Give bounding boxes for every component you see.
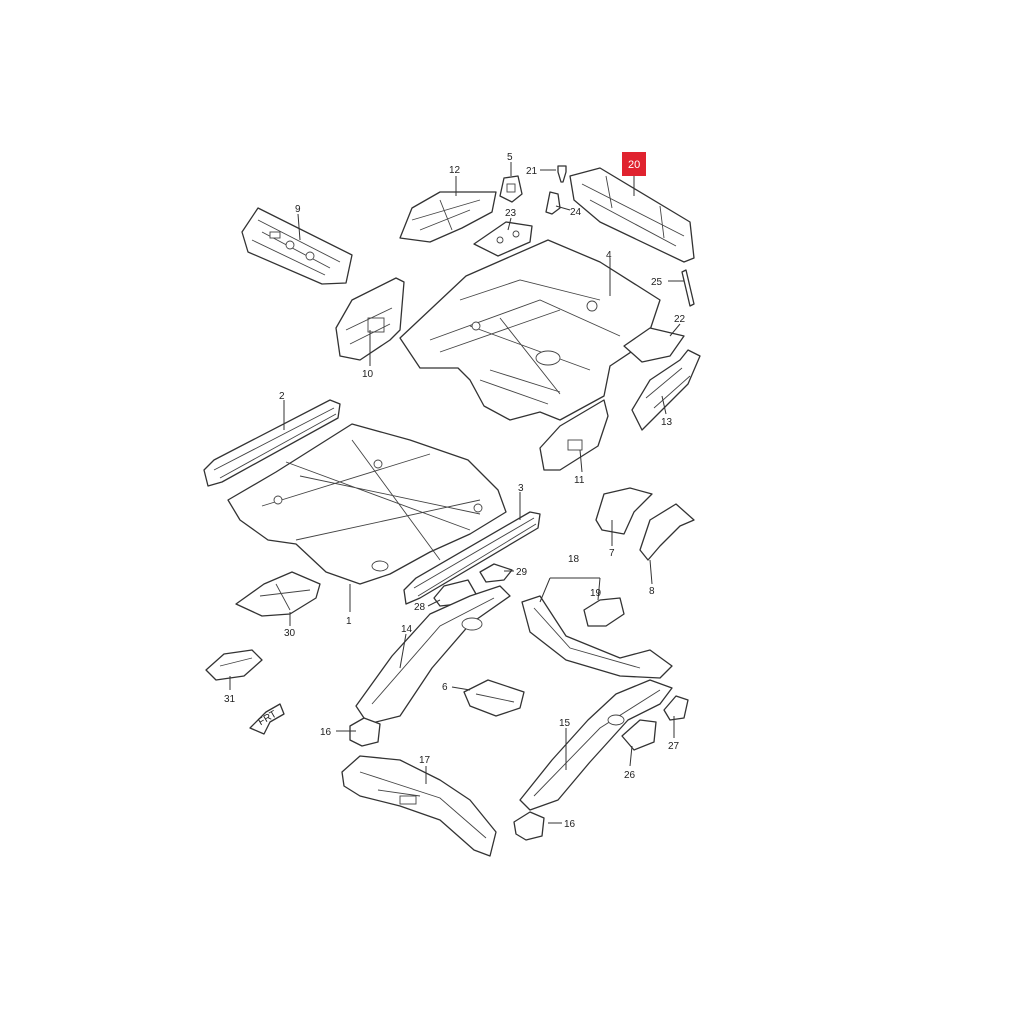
- callout-30[interactable]: 30: [284, 628, 296, 639]
- callout-14[interactable]: 14: [401, 624, 413, 635]
- part-4-rear-floor[interactable]: [399, 239, 661, 421]
- part-13-rear-side-member[interactable]: [631, 349, 701, 431]
- part-27-bracket[interactable]: [663, 695, 689, 721]
- part-26-bracket[interactable]: [621, 719, 657, 751]
- callout-18[interactable]: 18: [568, 554, 580, 565]
- part-24-bracket[interactable]: [545, 191, 561, 215]
- part-23-plate[interactable]: [473, 221, 533, 257]
- callout-11[interactable]: 11: [574, 475, 585, 486]
- callout-1[interactable]: 1: [346, 616, 352, 627]
- leader-lines: [229, 162, 684, 824]
- callout-7[interactable]: 7: [609, 548, 615, 559]
- part-1-front-floor[interactable]: [227, 423, 507, 585]
- callout-10[interactable]: 10: [362, 369, 374, 380]
- part-7-bracket[interactable]: [595, 487, 653, 535]
- callout-2[interactable]: 2: [279, 391, 285, 402]
- part-16-bracket-rear[interactable]: [513, 811, 545, 841]
- part-2-side-sill[interactable]: [203, 399, 341, 487]
- part-11-side-bracket[interactable]: [539, 399, 609, 471]
- callout-labels: 1 2 3 4 5 6 7 8 9 10 11 12 13 14 15 16 1…: [224, 152, 686, 830]
- callout-8[interactable]: 8: [649, 586, 655, 597]
- part-21-bolt[interactable]: [557, 165, 567, 183]
- callout-3[interactable]: 3: [518, 483, 524, 494]
- part-5-bracket[interactable]: [499, 175, 523, 203]
- callout-20: 20: [628, 159, 640, 171]
- callout-12[interactable]: 12: [449, 165, 461, 176]
- callout-13[interactable]: 13: [661, 417, 673, 428]
- callout-29[interactable]: 29: [516, 567, 528, 578]
- callout-9[interactable]: 9: [295, 204, 301, 215]
- part-30-bracket[interactable]: [235, 571, 321, 617]
- callout-20-highlighted[interactable]: 20: [622, 152, 646, 176]
- callout-24[interactable]: 24: [570, 207, 582, 218]
- callout-26[interactable]: 26: [624, 770, 636, 781]
- part-20-rear-cross-member[interactable]: [569, 167, 695, 263]
- highlight-box: [622, 152, 646, 176]
- callout-6[interactable]: 6: [442, 682, 448, 693]
- part-3-side-sill[interactable]: [403, 511, 541, 605]
- part-9-dash-panel[interactable]: [241, 207, 353, 285]
- part-19-bracket[interactable]: [583, 597, 625, 627]
- callout-17[interactable]: 17: [419, 755, 431, 766]
- part-14-front-side-member[interactable]: [355, 585, 511, 725]
- callout-19[interactable]: 19: [590, 588, 602, 599]
- part-22-panel[interactable]: [623, 327, 685, 363]
- part-31-bracket[interactable]: [205, 649, 263, 681]
- callout-31[interactable]: 31: [224, 694, 236, 705]
- part-6-bracket[interactable]: [463, 679, 525, 717]
- callout-22[interactable]: 22: [674, 314, 686, 325]
- callout-5[interactable]: 5: [507, 152, 513, 163]
- part-10-side-panel[interactable]: [335, 277, 405, 361]
- callout-23[interactable]: 23: [505, 208, 517, 219]
- callout-16-rear[interactable]: 16: [564, 819, 576, 830]
- part-12-rear-panel[interactable]: [399, 191, 497, 243]
- front-direction-arrow: FRT: [249, 703, 285, 735]
- part-15-rear-side-member[interactable]: [519, 679, 673, 811]
- callout-16-front[interactable]: 16: [320, 727, 332, 738]
- part-25-stay[interactable]: [681, 269, 695, 307]
- callout-25[interactable]: 25: [651, 277, 663, 288]
- part-18-rear-frame[interactable]: [521, 595, 673, 679]
- callout-28[interactable]: 28: [414, 602, 426, 613]
- part-8-bracket[interactable]: [639, 503, 695, 561]
- callout-21[interactable]: 21: [526, 166, 538, 177]
- callout-15[interactable]: 15: [559, 718, 571, 729]
- callout-4[interactable]: 4: [606, 250, 612, 261]
- part-29-bracket[interactable]: [479, 563, 513, 583]
- part-17-cross-member[interactable]: [341, 755, 497, 857]
- callout-27[interactable]: 27: [668, 741, 680, 752]
- part-16-bracket-front[interactable]: [349, 717, 381, 747]
